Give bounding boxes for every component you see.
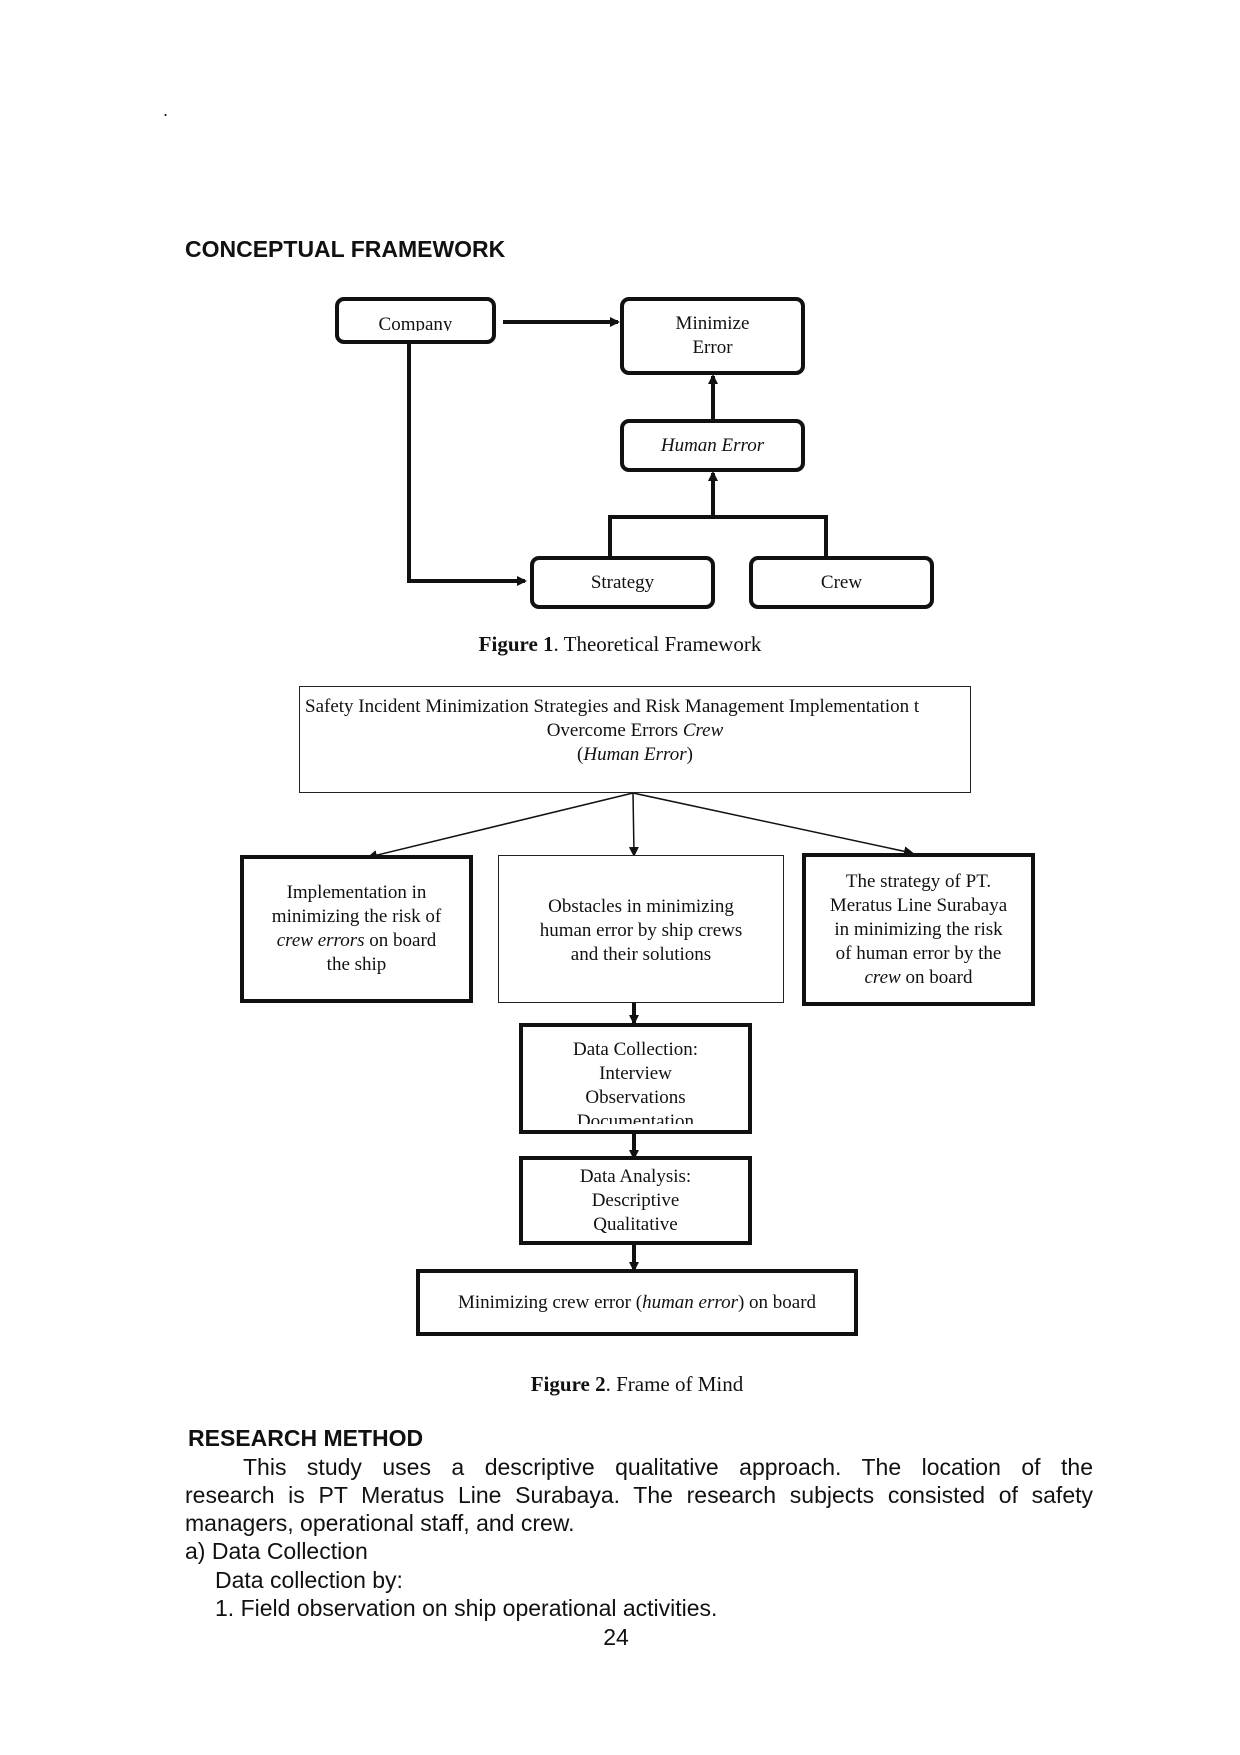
company-strategy-line2: Meratus Line Surabaya bbox=[829, 894, 1008, 916]
implementation-line4: the ship bbox=[326, 954, 387, 975]
implementation-line3-italic: crew errors bbox=[276, 930, 365, 951]
result-box: Minimizing crew error (human error) on b… bbox=[416, 1269, 858, 1336]
section-heading-conceptual-framework: CONCEPTUAL FRAMEWORK bbox=[185, 236, 506, 262]
result-text-italic: human error bbox=[642, 1291, 738, 1313]
list-item-a: a) Data Collection bbox=[185, 1538, 368, 1564]
data-collection-box: Data Collection: Interview Observations … bbox=[519, 1023, 752, 1134]
obstacles-line1: Obstacles in minimizing bbox=[548, 896, 734, 917]
obstacles-line3: and their solutions bbox=[570, 944, 712, 965]
data-collection-line3: Observations bbox=[585, 1087, 686, 1108]
strategy-box: Strategy bbox=[530, 556, 715, 609]
minimize-error-line2: Error bbox=[692, 337, 733, 358]
obstacles-line2: human error by ship crews bbox=[539, 920, 743, 941]
company-strategy-line5: crew on board bbox=[865, 966, 973, 990]
arrow-company-to-strategy bbox=[407, 344, 527, 586]
data-analysis-line1: Data Analysis: bbox=[579, 1165, 692, 1187]
arrow-top-to-left bbox=[367, 792, 634, 860]
list-item-1: 1. Field observation on ship operational… bbox=[215, 1595, 718, 1621]
research-paragraph-line3: managers, operational staff, and crew. bbox=[185, 1510, 575, 1536]
arrow-top-to-right bbox=[632, 792, 914, 857]
data-analysis-line3: Qualitative bbox=[593, 1213, 678, 1235]
implementation-line3: crew errors on board bbox=[277, 929, 437, 953]
result-text-a: Minimizing crew error ( bbox=[457, 1291, 643, 1313]
figure-2-caption-label: Figure 2 bbox=[530, 1372, 606, 1396]
top-box-line2-italic: Crew bbox=[682, 720, 724, 741]
company-box: Company bbox=[335, 297, 496, 344]
human-error-label: Human Error bbox=[660, 434, 765, 456]
top-framework-box: Safety Incident Minimization Strategies … bbox=[299, 686, 971, 793]
company-strategy-line4: of human error by the bbox=[835, 942, 1002, 964]
top-box-line1: Safety Incident Minimization Strategies … bbox=[305, 696, 920, 717]
company-strategy-line3: in minimizing the risk bbox=[834, 918, 1003, 940]
figure-1-caption-text: . Theoretical Framework bbox=[553, 632, 762, 656]
crew-label: Crew bbox=[820, 571, 863, 593]
company-strategy-line1: The strategy of PT. bbox=[845, 870, 992, 892]
research-paragraph-line1: This study uses a descriptive qualitativ… bbox=[243, 1454, 1093, 1480]
data-analysis-line2: Descriptive bbox=[591, 1189, 680, 1211]
data-collection-line2: Interview bbox=[599, 1063, 672, 1084]
implementation-line2: minimizing the risk of bbox=[271, 906, 442, 927]
crew-box: Crew bbox=[749, 556, 934, 609]
connector-strategy-crew-bracket bbox=[608, 515, 828, 556]
section-heading-research-method: RESEARCH METHOD bbox=[188, 1425, 424, 1451]
implementation-box: Implementation in minimizing the risk of… bbox=[240, 855, 473, 1003]
research-paragraph-line2: research is PT Meratus Line Surabaya. Th… bbox=[185, 1482, 1093, 1508]
top-box-line2-text: Overcome Errors bbox=[546, 720, 683, 741]
result-text-c: ) on board bbox=[737, 1291, 817, 1313]
company-strategy-line5-text: on board bbox=[900, 966, 973, 988]
list-item-a-sub: Data collection by: bbox=[215, 1567, 403, 1593]
implementation-line1: Implementation in bbox=[286, 882, 427, 903]
top-box-line3-italic: Human Error bbox=[583, 744, 687, 765]
result-line: Minimizing crew error (human error) on b… bbox=[458, 1291, 816, 1315]
implementation-line3-text: on board bbox=[364, 930, 437, 951]
figure-1-caption-label: Figure 1 bbox=[478, 632, 554, 656]
figure-2-caption: Figure 2. Frame of Mind bbox=[0, 1372, 1240, 1397]
data-analysis-box: Data Analysis: Descriptive Qualitative bbox=[519, 1156, 752, 1245]
top-box-line3: (Human Error) bbox=[577, 743, 693, 767]
company-label: Company bbox=[378, 314, 453, 331]
minimize-error-box: Minimize Error bbox=[620, 297, 805, 375]
strategy-label: Strategy bbox=[590, 571, 655, 593]
data-collection-line4: Documentation bbox=[576, 1111, 695, 1124]
arrow-top-to-middle bbox=[628, 792, 639, 857]
page-number: 24 bbox=[603, 1624, 629, 1650]
company-strategy-line5-italic: crew bbox=[864, 966, 901, 988]
top-box-line3-close: ) bbox=[686, 744, 693, 765]
figure-2-caption-text: . Frame of Mind bbox=[605, 1372, 744, 1396]
human-error-box: Human Error bbox=[620, 419, 805, 472]
obstacles-box: Obstacles in minimizing human error by s… bbox=[498, 855, 784, 1003]
top-box-line2: Overcome Errors Crew bbox=[547, 719, 724, 743]
figure-1-caption: Figure 1. Theoretical Framework bbox=[0, 632, 1240, 657]
minimize-error-line1: Minimize bbox=[675, 313, 750, 334]
company-strategy-box: The strategy of PT. Meratus Line Surabay… bbox=[802, 853, 1035, 1006]
data-collection-line1: Data Collection: bbox=[572, 1039, 699, 1060]
top-box-line3-open: ( bbox=[577, 744, 584, 765]
stray-mark: . bbox=[163, 100, 169, 120]
